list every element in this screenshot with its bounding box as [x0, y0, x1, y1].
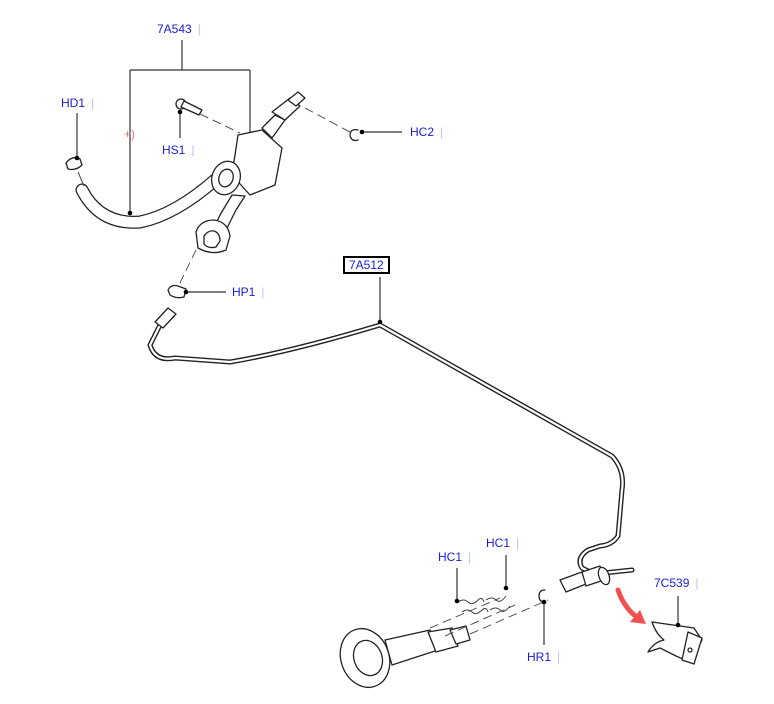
callout-HS1[interactable]: HS1|	[162, 143, 195, 157]
callout-HC1-left[interactable]: HC1|	[438, 550, 472, 564]
retaining-ring-hr1	[538, 589, 547, 645]
callout-separator: |	[197, 22, 201, 36]
hose-clip-hd1	[65, 113, 83, 171]
callout-separator: |	[261, 285, 265, 299]
clip-hc1-left	[454, 568, 489, 615]
pipe-clip-hp1	[167, 284, 226, 299]
callout-HP1[interactable]: HP1|	[232, 285, 265, 299]
callout-separator: |	[557, 650, 561, 664]
callout-7A512[interactable]: 7A512	[343, 256, 390, 274]
callout-separator: |	[468, 550, 472, 564]
callout-HR1[interactable]: HR1|	[527, 650, 561, 664]
plus-marker: +)	[124, 127, 136, 141]
bolt-hs1	[175, 98, 241, 138]
bracket-7C539	[647, 596, 703, 665]
callout-7A543[interactable]: 7A543|	[157, 22, 201, 36]
callout-separator: |	[516, 536, 520, 550]
master-cylinder	[195, 91, 351, 254]
callout-separator: |	[91, 96, 95, 110]
clip-hc1-right	[485, 555, 511, 612]
callout-HC1-right[interactable]: HC1|	[486, 536, 520, 550]
callout-separator: |	[440, 125, 444, 139]
hydraulic-pipe-7A512	[147, 277, 635, 593]
leader-7A543	[127, 40, 253, 216]
callout-HD1[interactable]: HD1|	[61, 96, 95, 110]
slave-cylinder	[339, 597, 549, 689]
callout-HC2[interactable]: HC2|	[410, 125, 444, 139]
callout-separator: |	[191, 143, 195, 157]
assembly-line	[177, 249, 197, 288]
reservoir-hose	[75, 171, 222, 229]
callout-7C539[interactable]: 7C539|	[654, 576, 699, 590]
clip-hc2	[349, 128, 402, 142]
install-arrow-icon	[615, 587, 646, 624]
callout-separator: |	[695, 576, 699, 590]
